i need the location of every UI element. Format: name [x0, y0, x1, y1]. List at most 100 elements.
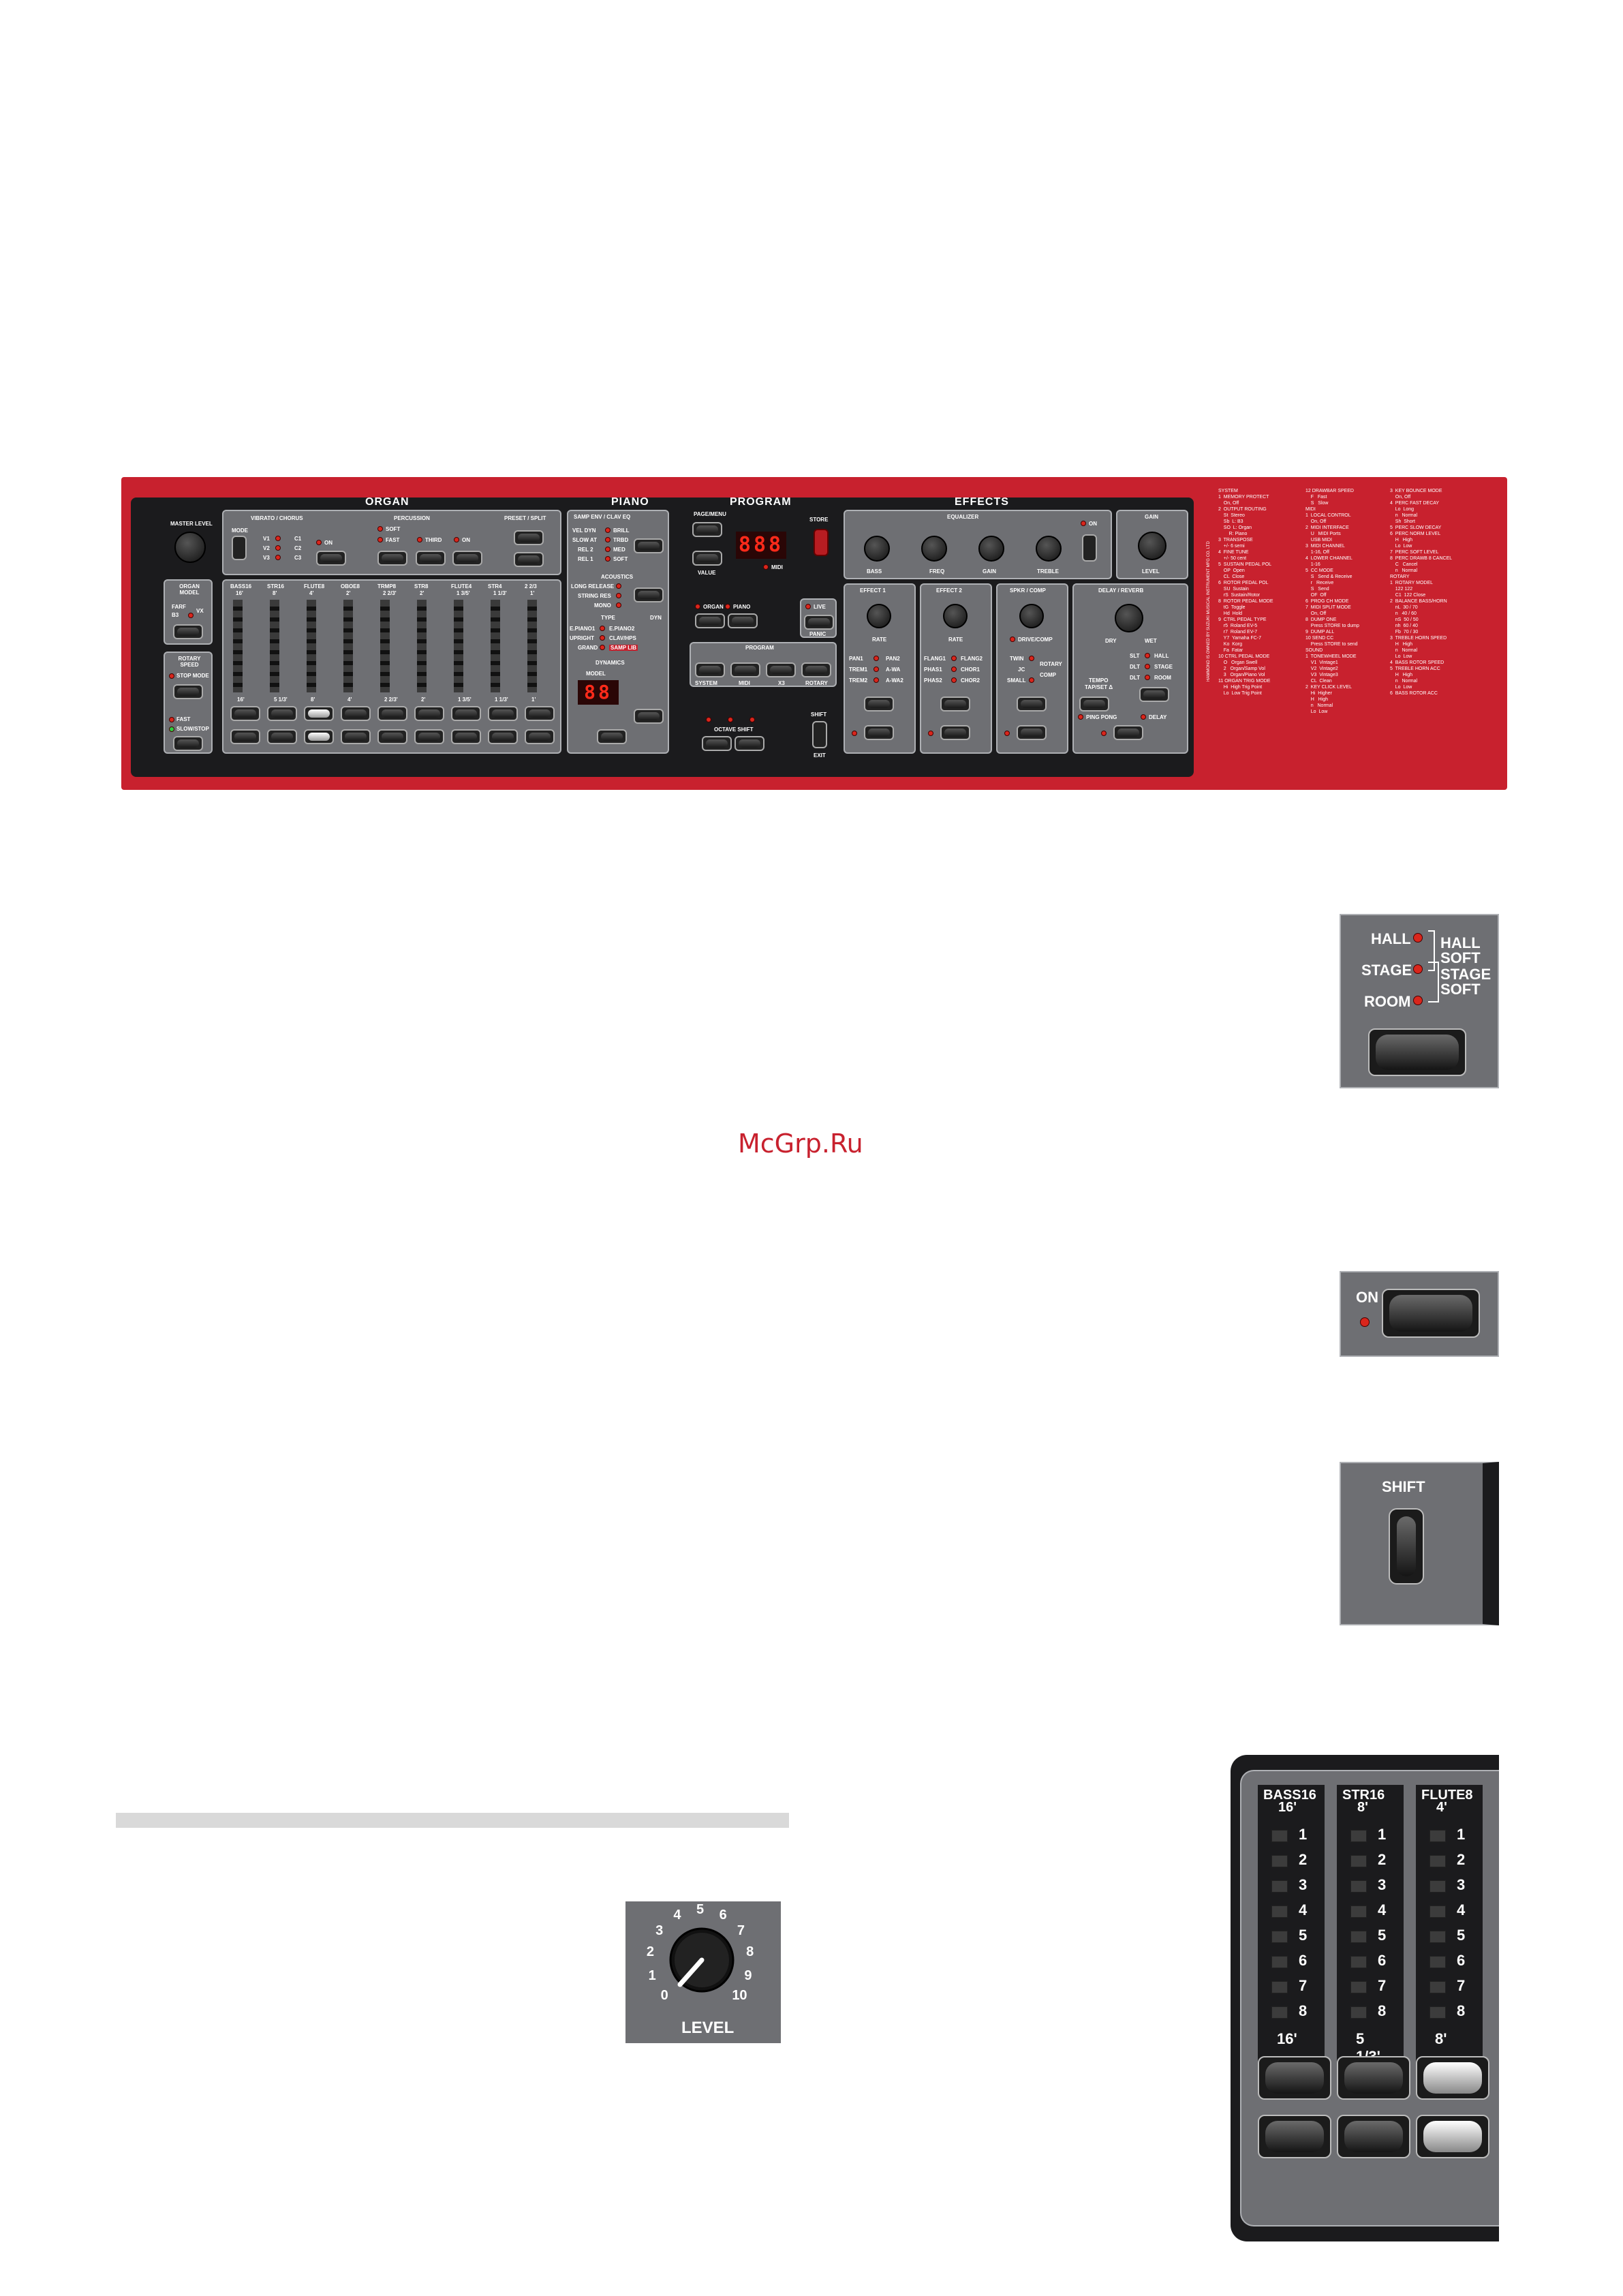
- drawbar-inset-down-button[interactable]: [1337, 2115, 1410, 2158]
- piano-section: SAMP ENV / CLAV EQ VEL DYN SLOW AT REL 2…: [567, 510, 669, 754]
- drawbar-led-column: [417, 600, 427, 692]
- shift-button[interactable]: [812, 721, 827, 748]
- tap-tempo-button[interactable]: [1079, 697, 1109, 711]
- drawbar-step-led: [1429, 1830, 1446, 1842]
- delay-reverb-section: DELAY / REVERB DRY WET SLT DLT DLT HALL …: [1072, 583, 1188, 754]
- acoustics-button[interactable]: [634, 587, 664, 602]
- drawbar-up-button[interactable]: [451, 706, 481, 721]
- piano-model-button[interactable]: [597, 729, 627, 744]
- rotary-speed-button[interactable]: [173, 736, 203, 751]
- octave-down-button[interactable]: [702, 736, 732, 751]
- rotary-speed-section: ROTARY SPEED STOP MODE FAST SLOW/STOP: [164, 652, 213, 754]
- drawbar-step-number: 6: [1299, 1952, 1308, 1969]
- effect1-rate-knob[interactable]: [867, 604, 891, 628]
- delay-reverb-on-button[interactable]: [1113, 725, 1143, 740]
- effect2-type-button[interactable]: [940, 697, 970, 711]
- drawbar-down-button[interactable]: [414, 729, 444, 744]
- reverb-type-button[interactable]: [1139, 687, 1169, 702]
- drawbar-down-button[interactable]: [488, 729, 518, 744]
- drawbar-up-button[interactable]: [414, 706, 444, 721]
- drawbar-down-button[interactable]: [525, 729, 555, 744]
- vibrato-on-button[interactable]: [316, 551, 346, 566]
- store-button[interactable]: [814, 529, 829, 556]
- effect2-rate-knob[interactable]: [943, 604, 968, 628]
- drawbar-name: TRMP8: [377, 583, 397, 590]
- drawbar-inset-down-button[interactable]: [1416, 2115, 1489, 2158]
- drawbar-down-button[interactable]: [304, 729, 334, 744]
- perc-third-button[interactable]: [452, 551, 482, 566]
- drawbar-led-column: [233, 600, 243, 692]
- drawbar-inset-feet: 8': [1357, 1800, 1368, 1815]
- drawbar-step-number: 2: [1457, 1851, 1466, 1868]
- program-button-2[interactable]: [730, 662, 760, 677]
- effect2-on-button[interactable]: [940, 725, 970, 740]
- drawbar-step-number: 1: [1378, 1826, 1387, 1843]
- drawbar-led-column: [491, 600, 500, 692]
- split-button[interactable]: [514, 552, 544, 567]
- program-button-4[interactable]: [801, 662, 831, 677]
- live-button[interactable]: [804, 615, 834, 630]
- drawbar-down-button[interactable]: [377, 729, 407, 744]
- preset-split-button[interactable]: [514, 530, 544, 545]
- page-menu-button[interactable]: [692, 522, 722, 537]
- drawbar-step-number: 4: [1299, 1901, 1308, 1918]
- level-tick-label: 10: [732, 1988, 747, 2004]
- program-button-1[interactable]: [695, 662, 725, 677]
- organ-model-section: ORGAN MODEL FARF B3 VX: [164, 579, 213, 645]
- drive-comp-knob[interactable]: [1019, 604, 1044, 628]
- octave-up-button[interactable]: [735, 736, 764, 751]
- gain-level-knob[interactable]: [1138, 532, 1166, 560]
- drawbar-down-button[interactable]: [451, 729, 481, 744]
- spkr-type-button[interactable]: [1017, 697, 1047, 711]
- eq-gain-knob[interactable]: [978, 536, 1004, 562]
- drawbar-up-button[interactable]: [525, 706, 555, 721]
- drawbar-step-led: [1271, 1855, 1288, 1867]
- nord-front-panel: MASTER LEVEL ORGAN PIANO PROGRAM EFFECTS…: [121, 477, 1507, 790]
- stop-mode-button[interactable]: [173, 684, 203, 699]
- drawbar-name: FLUTE4: [451, 583, 472, 590]
- piano-button[interactable]: [728, 613, 758, 628]
- spkr-on-button[interactable]: [1017, 725, 1047, 740]
- vibrato-mode-button[interactable]: [232, 536, 247, 560]
- reverb-select-button[interactable]: [1368, 1028, 1466, 1076]
- drawbar-up-button[interactable]: [267, 706, 297, 721]
- drawbar-down-button[interactable]: [341, 729, 371, 744]
- on-button[interactable]: [1382, 1289, 1480, 1338]
- eq-bass-knob[interactable]: [864, 536, 890, 562]
- drawbar-up-button[interactable]: [488, 706, 518, 721]
- drawbar-inset-up-button[interactable]: [1258, 2056, 1331, 2100]
- gain-section: GAIN LEVEL: [1116, 510, 1188, 579]
- organ-model-button[interactable]: [173, 624, 203, 639]
- eq-treble-knob[interactable]: [1036, 536, 1062, 562]
- drawbar-inset-down-button[interactable]: [1258, 2115, 1331, 2158]
- drawbar-inset-name: FLUTE8: [1421, 1788, 1473, 1803]
- drawbar-up-button[interactable]: [230, 706, 260, 721]
- drawbar-inset-up-button[interactable]: [1337, 2056, 1410, 2100]
- level-tick-label: 5: [696, 1902, 705, 1917]
- drawbar-up-button[interactable]: [304, 706, 334, 721]
- side-column-1: SYSTEM 1 MEMORY PROTECT On, Off 2 OUTPUT…: [1218, 489, 1273, 696]
- dry-wet-knob[interactable]: [1115, 604, 1143, 632]
- effect1-type-button[interactable]: [864, 697, 894, 711]
- perc-soft-button[interactable]: [377, 551, 407, 566]
- samp-env-button[interactable]: [634, 538, 664, 553]
- drawbar-led-column: [527, 600, 537, 692]
- effect1-on-button[interactable]: [864, 725, 894, 740]
- drawbar-inset-up-button[interactable]: [1416, 2056, 1489, 2100]
- perc-fast-button[interactable]: [416, 551, 446, 566]
- piano-type-button[interactable]: [634, 709, 664, 724]
- shift-button-large[interactable]: [1389, 1508, 1424, 1585]
- drawbar-up-button[interactable]: [377, 706, 407, 721]
- eq-freq-knob[interactable]: [921, 536, 947, 562]
- eq-on-button[interactable]: [1082, 534, 1097, 562]
- master-level-knob[interactable]: [174, 532, 206, 563]
- program-button-3[interactable]: [766, 662, 796, 677]
- level-tick-label: 8: [746, 1944, 754, 1960]
- drawbar-up-button[interactable]: [341, 706, 371, 721]
- organ-button[interactable]: [695, 613, 725, 628]
- drawbar-down-button[interactable]: [230, 729, 260, 744]
- drawbar-step-number: 8: [1378, 2002, 1387, 2019]
- value-button[interactable]: [692, 551, 722, 566]
- drawbar-down-button[interactable]: [267, 729, 297, 744]
